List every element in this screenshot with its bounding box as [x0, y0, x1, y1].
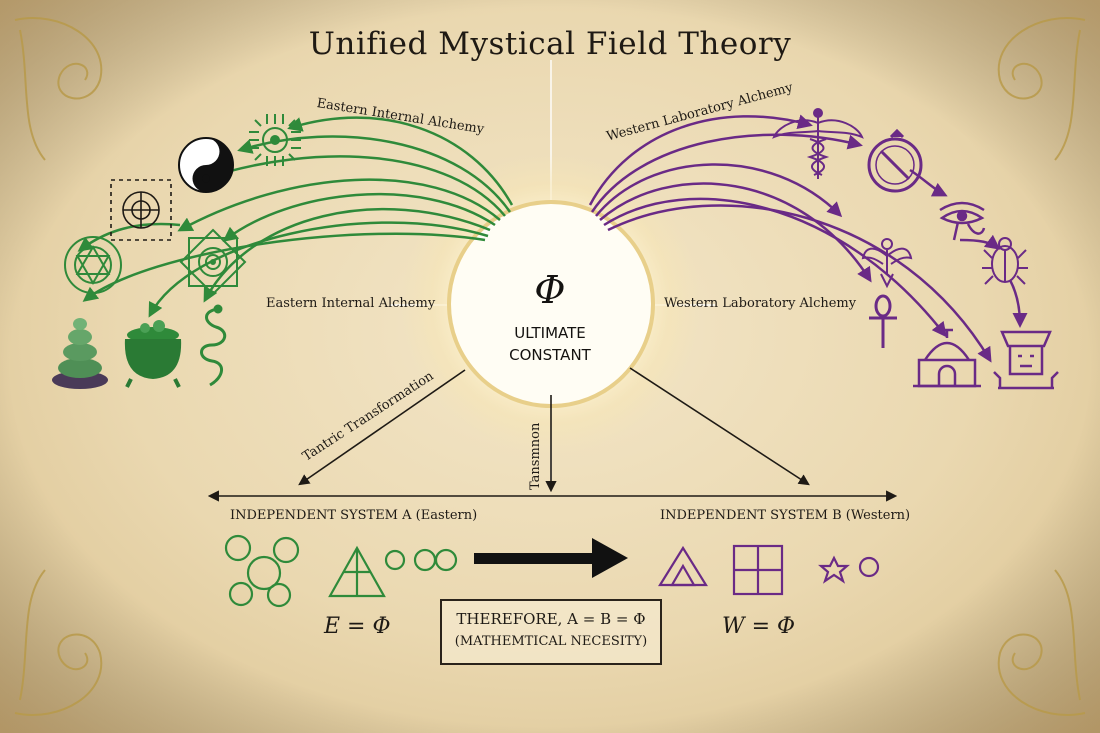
center-line-1: ULTIMATE: [514, 324, 586, 342]
yin-yang-icon: [178, 137, 234, 193]
heart-chakra-icon: [64, 236, 122, 294]
mandala-grid-icon: [110, 179, 172, 241]
system-a-equation: E = Φ: [324, 614, 391, 639]
system-a-label: INDEPENDENT SYSTEM A (Eastern): [230, 508, 478, 523]
pharaoh-head-icon: [993, 330, 1059, 390]
stacked-stones-icon: [52, 318, 108, 389]
eastern-arcs: [77, 116, 514, 318]
system-b-shapes: [658, 544, 880, 596]
serpent-icon: [200, 304, 227, 387]
athanor-furnace-icon: [913, 328, 981, 388]
system-a-circle-icon: [224, 534, 252, 562]
lotus-mandala-icon: [179, 228, 247, 296]
middle-branch-label: Tansmnon: [528, 422, 543, 490]
winged-figure-icon: [861, 238, 913, 289]
center-line-2: CONSTANT: [509, 346, 591, 364]
caduceus-icon: [772, 108, 864, 179]
page-title: Unified Mystical Field Theory: [308, 26, 792, 62]
corner-ornament-icon: [14, 17, 1086, 716]
bagua-icon: [249, 114, 301, 166]
eye-of-horus-icon: [939, 201, 986, 241]
transfer-arrow-icon: [474, 538, 628, 578]
system-b-equation: W = Φ: [722, 614, 796, 639]
star-icon: [818, 555, 850, 584]
phi-symbol: Φ: [534, 268, 566, 312]
conclusion-box: THEREFORE, A = B = Φ (MATHEMTICAL NECESI…: [440, 599, 662, 665]
conclusion-line-2: (MATHEMTICAL NECESITY): [454, 634, 648, 649]
ultimate-constant-label: ULTIMATE CONSTANT: [0, 322, 1100, 366]
branch-arrows: [298, 367, 810, 493]
scarab-icon: [982, 237, 1028, 285]
ouroboros-icon: [867, 128, 923, 193]
ankh-icon: [869, 294, 897, 348]
system-a-shapes: [224, 534, 458, 608]
western-arc-label-side: Western Laboratory Alchemy: [664, 296, 857, 311]
cauldron-icon: [124, 320, 182, 388]
system-b-label: INDEPENDENT SYSTEM B (Western): [660, 508, 911, 523]
western-arcs: [588, 114, 1028, 363]
conclusion-line-1: THEREFORE, A = B = Φ: [456, 610, 646, 628]
eastern-arc-label-side: Eastern Internal Alchemy: [266, 296, 436, 311]
